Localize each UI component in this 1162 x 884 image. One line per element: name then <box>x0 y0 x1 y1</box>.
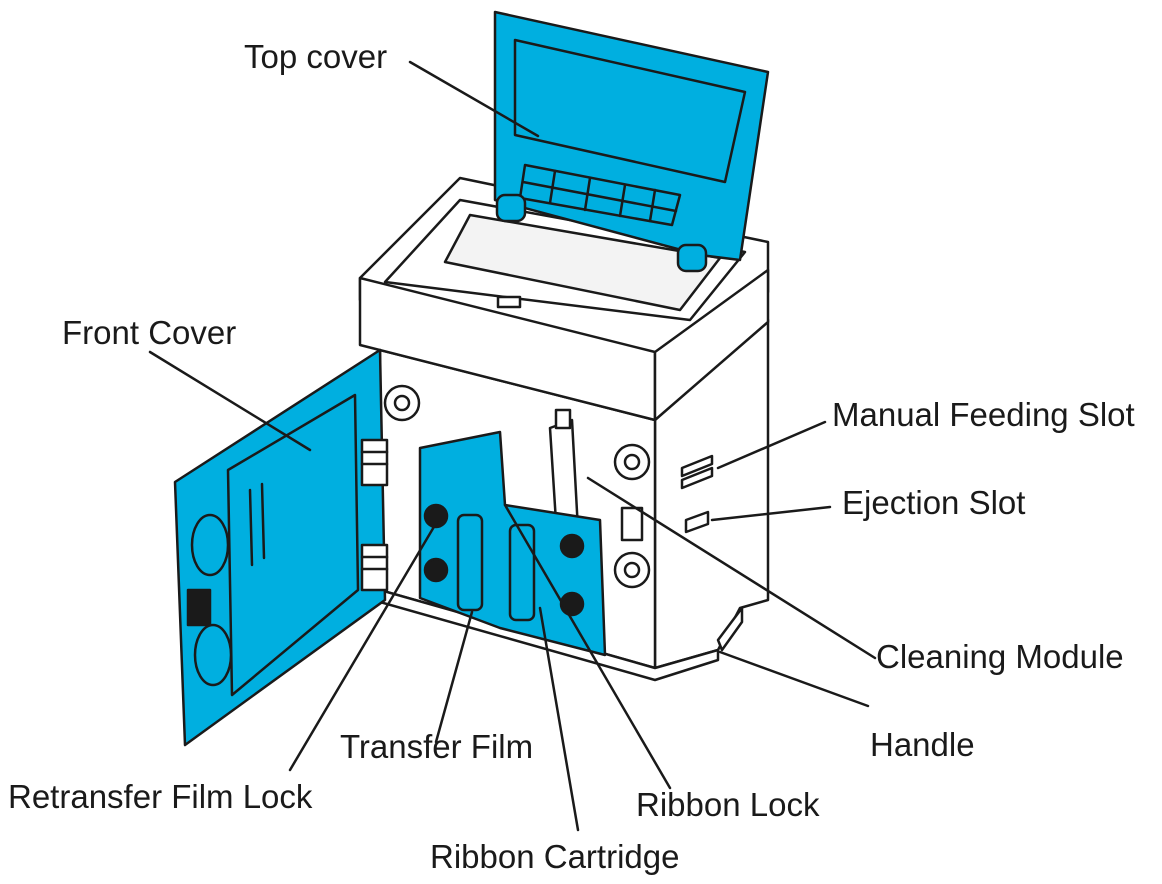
leader-handle <box>718 650 870 708</box>
label-top-cover: Top cover <box>244 38 388 75</box>
leader-transfer-film <box>434 610 474 744</box>
leader-ribbon-lock <box>503 503 672 790</box>
front-cover-inner <box>226 393 360 697</box>
top-cover-hinge-right <box>676 243 708 273</box>
leader-cleaning-module <box>586 476 877 660</box>
side-sensor-window <box>620 506 644 542</box>
label-handle: Handle <box>870 726 975 763</box>
leader-top-cover <box>408 60 540 138</box>
top-cover-hinge-left <box>495 193 527 223</box>
upper-housing-right <box>653 268 770 422</box>
front-cover-hole-bottom <box>193 623 233 687</box>
top-cover-grille <box>518 163 682 227</box>
label-retransfer-film-lock: Retransfer Film Lock <box>8 778 313 815</box>
leader-retransfer-film-lock <box>288 518 440 772</box>
leader-front-cover <box>148 350 312 452</box>
leader-ejection-slot <box>710 505 832 522</box>
leader-manual-feeding-slot <box>716 420 827 470</box>
leader-ribbon-cartridge <box>538 606 580 832</box>
front-cover-hole-top <box>190 513 230 577</box>
leader-lines <box>148 60 877 832</box>
ribbon-cartridge-grip-right <box>508 523 536 622</box>
manual-feeding-slot <box>680 454 714 490</box>
label-cleaning-module: Cleaning Module <box>876 638 1124 675</box>
top-latch <box>496 295 522 309</box>
front-cover-latch <box>186 588 212 627</box>
label-transfer-film: Transfer Film <box>340 728 534 765</box>
top-cover-window <box>513 38 747 184</box>
gear-knobs <box>383 384 651 589</box>
label-ejection-slot: Ejection Slot <box>842 484 1026 521</box>
ejection-slot <box>684 510 710 534</box>
label-manual-feeding-slot: Manual Feeding Slot <box>832 396 1135 433</box>
label-ribbon-cartridge: Ribbon Cartridge <box>430 838 680 875</box>
front-cover-hinges <box>360 438 389 592</box>
label-front-cover: Front Cover <box>62 314 237 351</box>
ribbon-cartridge-grip-left <box>456 513 484 612</box>
label-ribbon-lock: Ribbon Lock <box>636 786 820 823</box>
handle-recess <box>716 606 744 652</box>
